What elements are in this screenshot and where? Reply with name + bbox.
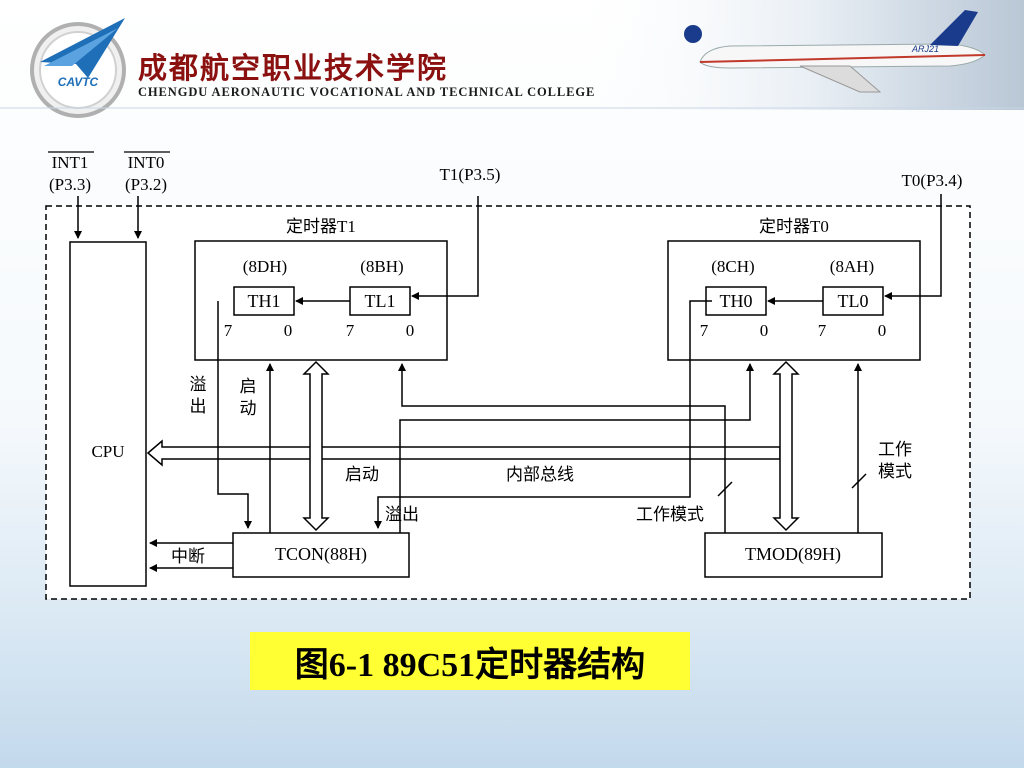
t1-overflow-line <box>217 301 252 529</box>
th1-address: (8DH) <box>243 257 287 276</box>
start-label: 启动 <box>345 465 379 484</box>
logo-text: CAVTC <box>58 75 99 89</box>
t1-input-line <box>411 196 479 300</box>
interrupt-label: 中断 <box>171 547 205 566</box>
th1-bit7: 7 <box>224 321 233 340</box>
timer0-title: 定时器T0 <box>759 217 829 236</box>
t1-overflow-text-1: 溢 <box>190 375 207 394</box>
tl1-bit0: 0 <box>406 321 415 340</box>
th0-address: (8CH) <box>711 257 754 276</box>
tcon-label: TCON(88H) <box>275 544 367 565</box>
t1-bus-link <box>302 360 330 532</box>
mode-tick-t0 <box>851 473 867 489</box>
th1-bit0: 0 <box>284 321 293 340</box>
th0-bit7: 7 <box>700 321 709 340</box>
svg-text:(P3.2): (P3.2) <box>125 175 167 194</box>
t0-bus-link <box>772 360 800 532</box>
int1-pin-label: INT1 (P3.3) <box>48 151 94 194</box>
mode-label: 工作模式 <box>636 505 704 524</box>
college-name-en: CHENGDU AERONAUTIC VOCATIONAL AND TECHNI… <box>138 85 595 99</box>
header-banner: CAVTC 成都航空职业技术学院 CHENGDU AERONAUTIC VOCA… <box>0 0 1024 118</box>
plane-text: ARJ21 <box>911 44 939 54</box>
t0-start-line <box>399 363 754 533</box>
tl0-bit7: 7 <box>818 321 827 340</box>
t1-start-text-1: 启 <box>240 377 257 396</box>
overflow-label: 溢出 <box>385 505 419 524</box>
college-name-cn: 成都航空职业技术学院 <box>138 51 448 85</box>
th0-register <box>705 286 767 316</box>
figure-caption: 图6-1 89C51定时器结构 <box>250 632 690 690</box>
int0-pin-label: INT0 (P3.2) <box>124 151 170 194</box>
cpu-label: CPU <box>91 442 124 461</box>
tmod-label: TMOD(89H) <box>745 544 841 565</box>
th1-register <box>233 286 295 316</box>
t0-mode-text-1: 工作 <box>878 440 912 459</box>
airplane-image: ARJ21 <box>684 10 986 93</box>
t0-mode-text-2: 模式 <box>878 462 912 481</box>
tl1-register <box>349 286 411 316</box>
svg-text:(P3.3): (P3.3) <box>49 175 91 194</box>
t0-pin-label: T0(P3.4) <box>902 171 963 190</box>
svg-text:INT0: INT0 <box>128 153 165 172</box>
th0-label: TH0 <box>720 291 753 311</box>
th1-label: TH1 <box>248 291 281 311</box>
svg-text:INT1: INT1 <box>52 153 89 172</box>
t1-pin-label: T1(P3.5) <box>440 165 501 184</box>
t0-input-line <box>884 194 942 300</box>
t0-overflow-line <box>374 300 712 529</box>
tl0-register <box>822 286 884 316</box>
tmod-register <box>704 532 883 578</box>
cpu-block <box>69 241 147 587</box>
college-logo: CAVTC <box>30 18 126 118</box>
timer1-title: 定时器T1 <box>286 217 356 236</box>
internal-bus-label: 内部总线 <box>506 465 574 484</box>
tl1-address: (8BH) <box>360 257 403 276</box>
tl1-label: TL1 <box>365 291 396 311</box>
t1-overflow-text-2: 出 <box>190 397 207 416</box>
t1-start-text-2: 动 <box>240 399 257 418</box>
tl1-bit7: 7 <box>346 321 355 340</box>
tl0-bit0: 0 <box>878 321 887 340</box>
tl0-label: TL0 <box>838 291 869 311</box>
th0-bit0: 0 <box>760 321 769 340</box>
mode-to-t1-line <box>398 363 726 533</box>
tl0-address: (8AH) <box>830 257 874 276</box>
mode-tick-t1 <box>717 481 733 497</box>
tcon-register <box>232 532 410 578</box>
